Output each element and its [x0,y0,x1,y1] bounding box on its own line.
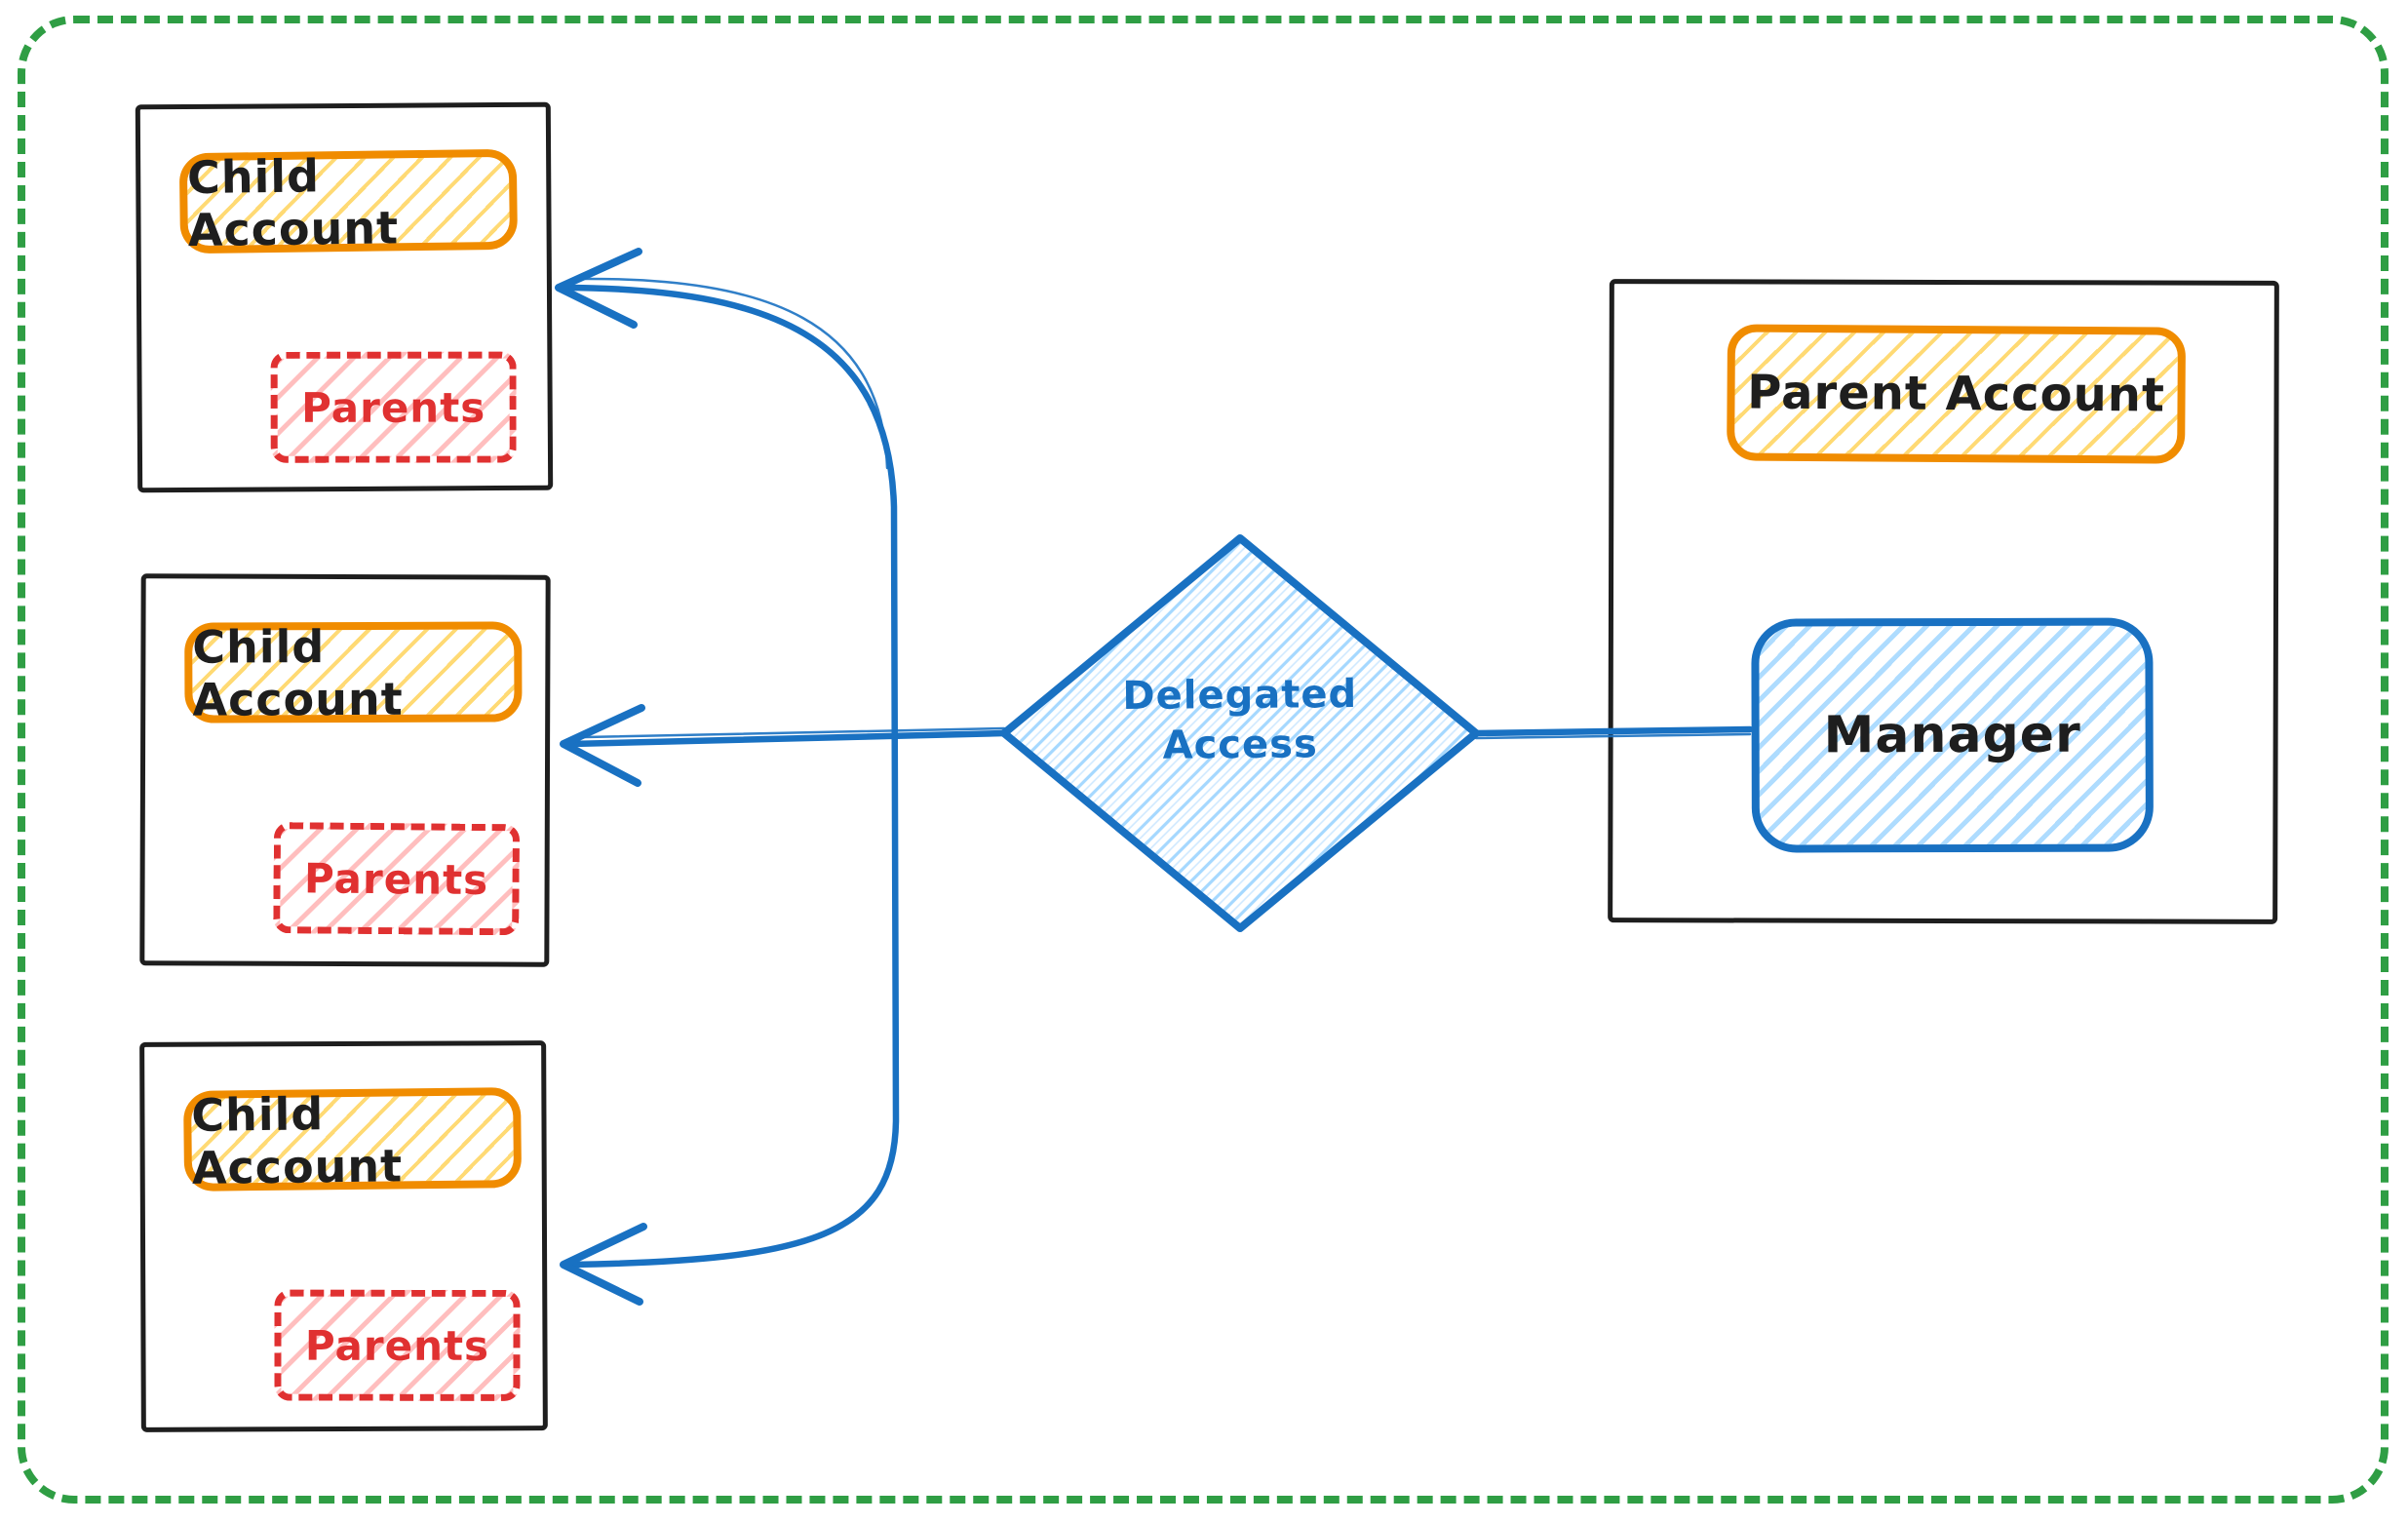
delegated-access-line1: Delegated [1122,671,1358,720]
child-account-title-1: Child Account [186,148,400,256]
parents-box-1: Parents [270,351,517,463]
manager-box: Manager [1751,617,2154,853]
parents-box-3: Parents [274,1289,521,1401]
delegated-access-label: Delegated Access [1084,670,1397,772]
child-account-group-1: Child Account Parents [135,101,554,493]
parent-account-group: Parent Account Manager [1608,279,2279,924]
parent-account-title: Parent Account [1747,365,2166,423]
delegated-access-line2: Access [1162,722,1318,768]
child-account-title-3: Child Account [190,1086,404,1194]
dashed-frame [18,16,2389,1504]
child-account-group-3: Child Account Parents [139,1040,548,1432]
manager-text: Manager [1823,705,2081,765]
child-account-title-2: Child Account [192,619,404,726]
parents-box-2: Parents [273,822,521,936]
parents-text-2: Parents [303,853,489,904]
child-account-label-1: Child Account [178,148,519,256]
parents-text-3: Parents [304,1321,490,1370]
child-account-label-2: Child Account [184,619,523,726]
parents-text-1: Parents [301,383,486,432]
parent-account-label: Parent Account [1727,324,2187,464]
child-account-label-3: Child Account [182,1086,523,1194]
child-account-group-2: Child Account Parents [139,573,551,967]
